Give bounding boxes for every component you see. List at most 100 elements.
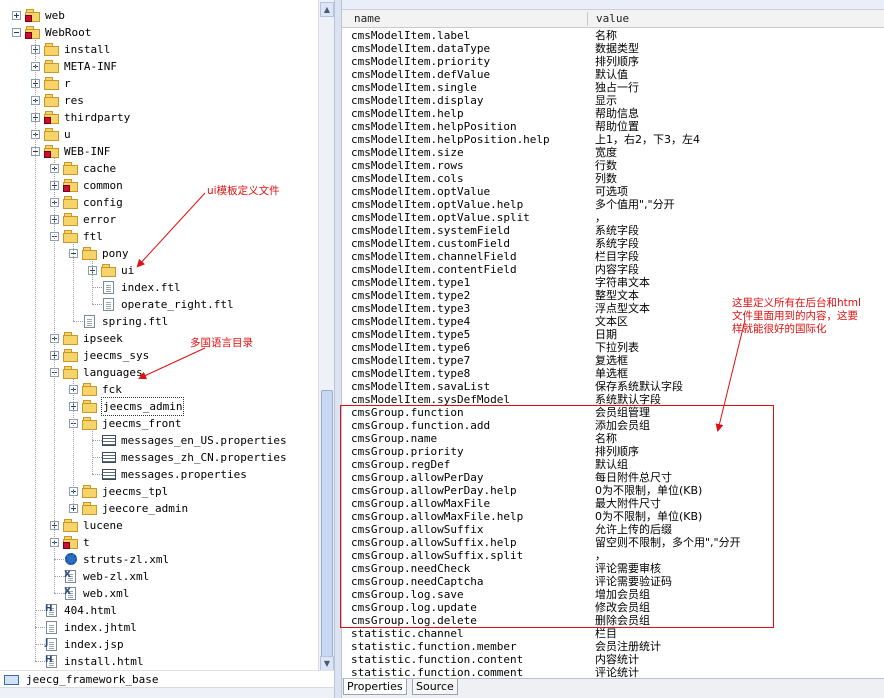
property-key[interactable]: cmsModelItem.size <box>351 146 464 159</box>
tree-vertical-scrollbar[interactable]: ▲ ▼ <box>318 0 334 674</box>
table-row[interactable]: cmsModelItem.channelField 栏目字段 <box>342 250 884 263</box>
tree-item[interactable]: lucene <box>0 517 318 534</box>
tree-item[interactable]: ui <box>0 262 318 279</box>
tree-item[interactable]: WebRoot <box>0 24 318 41</box>
property-key[interactable]: cmsModelItem.channelField <box>351 250 517 263</box>
table-row[interactable]: cmsModelItem.display 显示 <box>342 94 884 107</box>
property-key[interactable]: cmsModelItem.display <box>351 94 484 107</box>
property-value[interactable]: 单选框 <box>595 367 628 380</box>
table-row[interactable]: cmsModelItem.rows 行数 <box>342 159 884 172</box>
scroll-down-arrow-icon[interactable]: ▼ <box>320 656 334 671</box>
column-header-value[interactable]: value <box>596 12 630 25</box>
table-row[interactable]: cmsModelItem.priority 排列顺序 <box>342 55 884 68</box>
property-key[interactable]: cmsModelItem.type2 <box>351 289 471 302</box>
property-key[interactable]: cmsGroup.regDef <box>351 458 451 471</box>
property-value[interactable]: 保存系统默认字段 <box>595 380 683 393</box>
property-value[interactable]: 帮助位置 <box>595 120 639 133</box>
tree-item[interactable]: jeecms_front <box>0 415 318 432</box>
property-key[interactable]: cmsModelItem.type6 <box>351 341 471 354</box>
table-row[interactable]: cmsModelItem.type8 单选框 <box>342 367 884 380</box>
property-key[interactable]: cmsModelItem.cols <box>351 172 464 185</box>
property-key[interactable]: cmsModelItem.optValue.help <box>351 198 524 211</box>
tree-item[interactable]: index.ftl <box>0 279 318 296</box>
property-key[interactable]: statistic.function.comment <box>351 666 524 679</box>
property-key[interactable]: cmsModelItem.label <box>351 29 471 42</box>
table-row[interactable]: cmsGroup.function 会员组管理 <box>342 406 884 419</box>
tab-properties[interactable]: Properties <box>343 679 407 695</box>
property-key[interactable]: cmsGroup.allowMaxFile.help <box>351 510 524 523</box>
property-key[interactable]: cmsModelItem.type7 <box>351 354 471 367</box>
tree-item[interactable]: languages <box>0 364 318 381</box>
property-key[interactable]: cmsGroup.log.save <box>351 588 464 601</box>
property-key[interactable]: statistic.channel <box>351 627 464 640</box>
tree-item[interactable]: t <box>0 534 318 551</box>
property-value[interactable]: 宽度 <box>595 146 617 159</box>
property-key[interactable]: cmsModelItem.rows <box>351 159 464 172</box>
column-header-name[interactable]: name <box>354 12 381 25</box>
property-value[interactable]: 增加会员组 <box>595 588 650 601</box>
property-key[interactable]: cmsModelItem.type3 <box>351 302 471 315</box>
property-value[interactable]: 会员组管理 <box>595 406 650 419</box>
tree-item[interactable]: error <box>0 211 318 228</box>
property-value[interactable]: 可选项 <box>595 185 628 198</box>
property-key[interactable]: cmsGroup.log.delete <box>351 614 477 627</box>
scroll-thumb[interactable] <box>321 390 333 660</box>
tab-source[interactable]: Source <box>412 679 458 695</box>
property-key[interactable]: cmsGroup.function <box>351 406 464 419</box>
property-value[interactable]: 独占一行 <box>595 81 639 94</box>
property-key[interactable]: cmsModelItem.type8 <box>351 367 471 380</box>
tree-item[interactable]: install <box>0 41 318 58</box>
pane-splitter[interactable] <box>334 0 342 698</box>
property-value[interactable]: 字符串文本 <box>595 276 650 289</box>
property-key[interactable]: cmsModelItem.type5 <box>351 328 471 341</box>
property-key[interactable]: cmsModelItem.helpPosition.help <box>351 133 550 146</box>
property-key[interactable]: cmsModelItem.priority <box>351 55 491 68</box>
property-value[interactable]: 排列顺序 <box>595 55 639 68</box>
property-value[interactable]: 留空则不限制，多个用","分开 <box>595 536 741 549</box>
property-value[interactable]: 行数 <box>595 159 617 172</box>
table-row[interactable]: cmsGroup.allowSuffix.help 留空则不限制，多个用","分开 <box>342 536 884 549</box>
property-value[interactable]: 显示 <box>595 94 617 107</box>
property-key[interactable]: cmsGroup.log.update <box>351 601 477 614</box>
table-row[interactable]: cmsModelItem.size 宽度 <box>342 146 884 159</box>
property-key[interactable]: cmsGroup.name <box>351 432 438 445</box>
property-key[interactable]: cmsModelItem.type1 <box>351 276 471 289</box>
tree-item[interactable]: messages_en_US.properties <box>0 432 318 449</box>
property-value[interactable]: 系统字段 <box>595 224 639 237</box>
tree-item[interactable]: spring.ftl <box>0 313 318 330</box>
tree-item[interactable]: common <box>0 177 318 194</box>
property-value[interactable]: 日期 <box>595 328 617 341</box>
tree-item[interactable]: jeecms_admin <box>0 397 318 416</box>
property-value[interactable]: 栏目字段 <box>595 250 639 263</box>
tree-item[interactable]: web <box>0 7 318 24</box>
property-key[interactable]: cmsModelItem.single <box>351 81 477 94</box>
property-key[interactable]: cmsGroup.allowSuffix.help <box>351 536 517 549</box>
table-row[interactable]: cmsModelItem.single 独占一行 <box>342 81 884 94</box>
property-key[interactable]: cmsGroup.function.add <box>351 419 491 432</box>
property-key[interactable]: cmsGroup.allowPerDay <box>351 471 484 484</box>
property-value[interactable]: 栏目 <box>595 627 617 640</box>
table-row[interactable]: cmsGroup.log.save 增加会员组 <box>342 588 884 601</box>
tree-item[interactable]: fck <box>0 381 318 398</box>
tree-item[interactable]: res <box>0 92 318 109</box>
property-key[interactable]: statistic.function.member <box>351 640 517 653</box>
property-value[interactable]: 名称 <box>595 29 617 42</box>
